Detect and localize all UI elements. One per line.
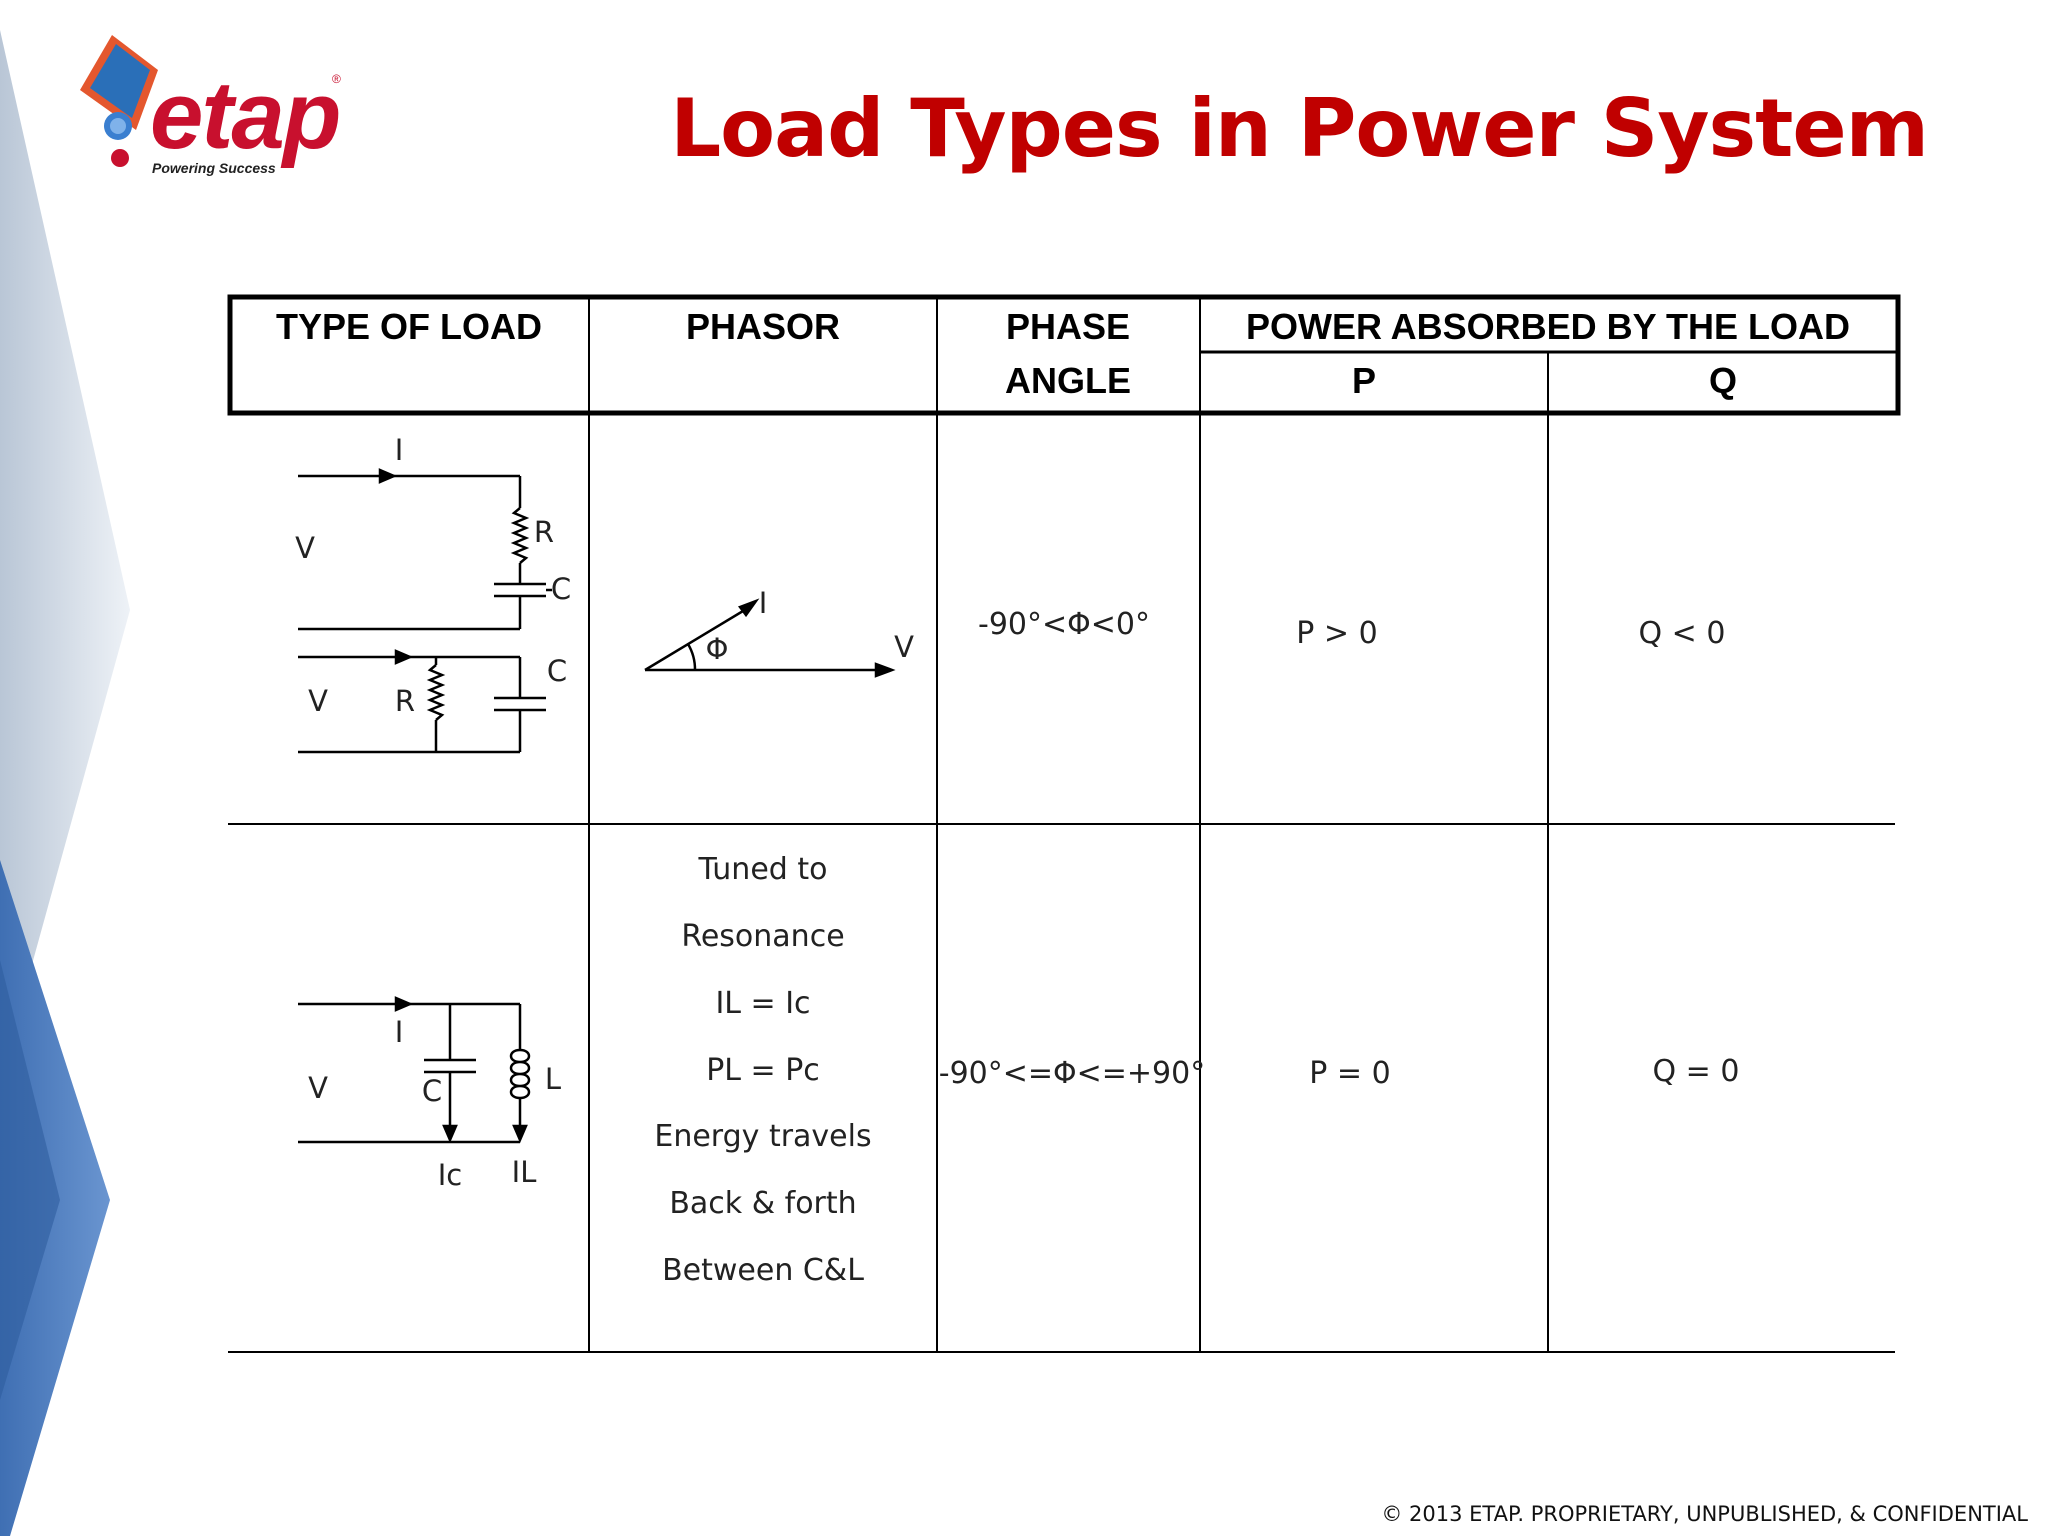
row1-phase-angle: -90°<Φ<0°: [978, 607, 1150, 642]
lc-tank-circuit: [298, 996, 531, 1144]
resonance-line: Tuned to: [698, 852, 828, 887]
rc1-label-i: I: [395, 433, 404, 467]
logo-tagline: Powering Success: [152, 160, 276, 176]
lc-label-i: I: [395, 1015, 404, 1049]
header-angle: ANGLE: [1005, 360, 1131, 401]
header-phase: PHASE: [1006, 306, 1130, 347]
rc1-label-c: C: [551, 572, 571, 606]
resonance-line: Energy travels: [654, 1119, 871, 1154]
rc1-label-v: V: [295, 531, 315, 565]
lc-label-c: C: [422, 1074, 442, 1108]
rc-series-circuit: [298, 468, 552, 631]
rc1-label-r: R: [534, 515, 554, 549]
etap-logo: etap Powering Success ®: [70, 30, 370, 180]
rc-parallel-circuit: [298, 649, 546, 754]
phasor-diagram: [644, 598, 896, 678]
rc2-label-v: V: [308, 684, 328, 718]
header-p: P: [1352, 360, 1376, 401]
header-phasor: PHASOR: [686, 306, 840, 347]
row2-q-value: Q = 0: [1653, 1054, 1740, 1089]
lc-label-l: L: [545, 1062, 561, 1096]
resonance-line: IL = Ic: [715, 986, 810, 1021]
lc-label-v: V: [308, 1071, 328, 1105]
rc2-label-c: C: [547, 654, 567, 688]
logo-registered-mark: ®: [332, 72, 341, 86]
resonance-line: PL = Pc: [706, 1053, 820, 1088]
row1-q-value: Q < 0: [1639, 616, 1726, 651]
row1-p-value: P > 0: [1296, 616, 1377, 651]
lc-label-il: IL: [512, 1155, 537, 1189]
copyright-footer: © 2013 ETAP. PROPRIETARY, UNPUBLISHED, &…: [1381, 1502, 2028, 1526]
phasor-label-v: V: [894, 630, 914, 664]
phasor-label-phi: Φ: [706, 632, 729, 666]
left-decoration: [0, 30, 130, 1536]
rc2-label-r: R: [395, 684, 415, 718]
header-q: Q: [1709, 360, 1737, 401]
resonance-line: Resonance: [681, 919, 844, 954]
logo-wordmark: etap: [150, 62, 341, 169]
header-type-of-load: TYPE OF LOAD: [276, 306, 542, 347]
header-power-absorbed: POWER ABSORBED BY THE LOAD: [1246, 306, 1850, 347]
resonance-line: Back & forth: [669, 1186, 856, 1221]
row2-phase-angle: -90°<=Φ<=+90°: [939, 1056, 1205, 1091]
lc-label-ic: Ic: [438, 1158, 463, 1192]
resonance-line: Between C&L: [662, 1253, 864, 1288]
header-border: [227, 294, 1901, 416]
page-title: Load Types in Power System: [670, 82, 1929, 175]
row2-p-value: P = 0: [1309, 1056, 1390, 1091]
phasor-label-i: I: [759, 586, 768, 620]
logo-globe-icon: [80, 35, 158, 167]
